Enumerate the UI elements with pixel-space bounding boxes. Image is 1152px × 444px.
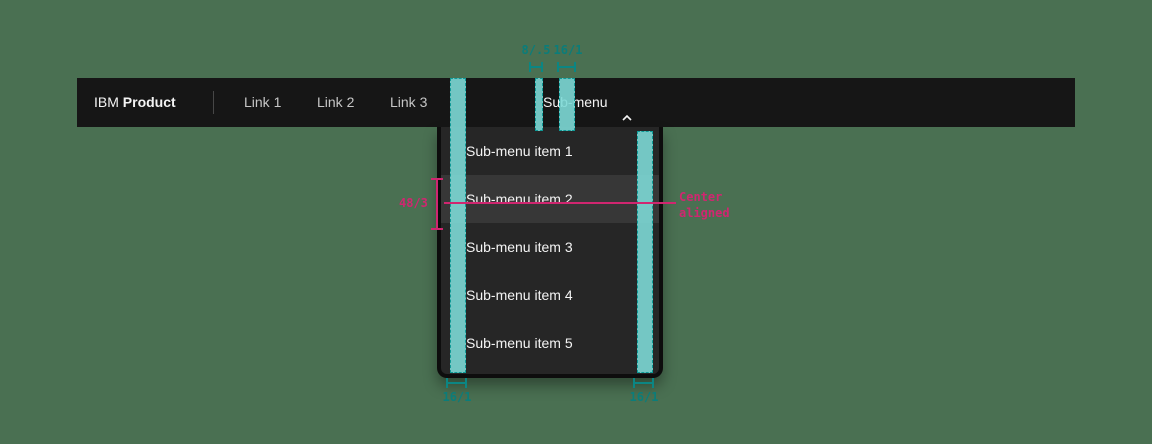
submenu-dropdown: Sub-menu item 1 Sub-menu item 2 Sub-menu…	[437, 127, 663, 378]
measure-ibeam-bottom-right	[633, 378, 654, 388]
header-divider	[213, 91, 214, 114]
spacing-label-top-gap: 8/.5	[521, 43, 551, 57]
chevron-up-icon	[620, 96, 634, 121]
nav-link-1[interactable]: Link 1	[244, 94, 282, 110]
measure-ibeam-top-gap	[529, 62, 543, 72]
submenu-item-2[interactable]: Sub-menu item 2	[441, 175, 659, 223]
spacing-label-bottom-right: 16/1	[629, 390, 659, 404]
submenu-item-5[interactable]: Sub-menu item 5	[466, 335, 573, 351]
center-aligned-note: Center aligned	[679, 190, 730, 220]
spacing-bar-left-padding	[450, 78, 466, 373]
nav-link-2[interactable]: Link 2	[317, 94, 355, 110]
center-alignment-line	[444, 202, 676, 204]
nav-link-3[interactable]: Link 3	[390, 94, 428, 110]
measure-ibeam-bottom-left	[446, 378, 467, 388]
measure-ibeam-top-padding	[557, 62, 576, 72]
spacing-bar-right-padding	[559, 78, 575, 131]
item-height-label: 48/3	[399, 196, 428, 210]
brand-title[interactable]: IBM Product	[94, 78, 176, 127]
brand-prefix: IBM	[94, 94, 119, 110]
top-navigation-header: IBM Product Link 1 Link 2 Link 3 Sub-men…	[77, 78, 1075, 127]
brand-product-name: Product	[122, 94, 176, 110]
spacing-bar-menu-right-padding	[637, 131, 653, 373]
spacing-label-bottom-left: 16/1	[442, 390, 472, 404]
item-height-ruler	[431, 178, 443, 230]
submenu-label: Sub-menu	[543, 94, 608, 110]
submenu-item-3[interactable]: Sub-menu item 3	[466, 239, 573, 255]
submenu-item-1[interactable]: Sub-menu item 1	[466, 143, 573, 159]
spacing-label-top-padding: 16/1	[553, 43, 583, 57]
submenu-item-4[interactable]: Sub-menu item 4	[466, 287, 573, 303]
spacing-bar-icon-gap	[535, 78, 543, 131]
